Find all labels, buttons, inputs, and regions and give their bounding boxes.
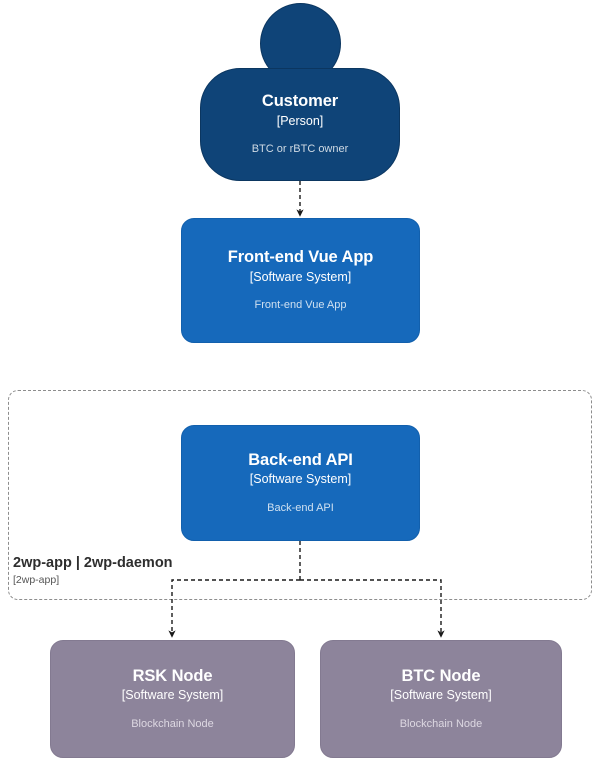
backend-type: [Software System] xyxy=(249,472,352,487)
boundary-type: [2wp-app] xyxy=(13,574,60,587)
frontend-description: Front-end Vue App xyxy=(254,299,347,312)
backend-title: Back-end API xyxy=(248,450,353,469)
frontend-type: [Software System] xyxy=(249,269,352,284)
boundary-label: 2wp-app | 2wp-daemon [2wp-app] xyxy=(13,555,293,587)
customer-title: Customer xyxy=(261,92,339,111)
node-frontend-vue-app[interactable]: Front-end Vue App [Software System] Fron… xyxy=(181,218,420,343)
boundary-name: 2wp-app | 2wp-daemon xyxy=(13,555,173,571)
node-customer[interactable]: Customer [Person] BTC or rBTC owner xyxy=(200,68,400,181)
node-backend-api[interactable]: Back-end API [Software System] Back-end … xyxy=(181,425,420,541)
node-btc-node[interactable]: BTC Node [Software System] Blockchain No… xyxy=(320,640,562,758)
backend-description: Back-end API xyxy=(267,501,334,514)
node-rsk-node[interactable]: RSK Node [Software System] Blockchain No… xyxy=(50,640,295,758)
btc-node-description: Blockchain Node xyxy=(399,717,483,730)
frontend-title: Front-end Vue App xyxy=(227,248,374,267)
rsk-node-description: Blockchain Node xyxy=(131,717,214,730)
customer-type: [Person] xyxy=(276,113,324,128)
btc-node-type: [Software System] xyxy=(390,688,492,703)
rsk-node-type: [Software System] xyxy=(121,688,224,703)
rsk-node-title: RSK Node xyxy=(132,666,213,685)
customer-description: BTC or rBTC owner xyxy=(251,143,349,156)
btc-node-title: BTC Node xyxy=(401,666,481,685)
